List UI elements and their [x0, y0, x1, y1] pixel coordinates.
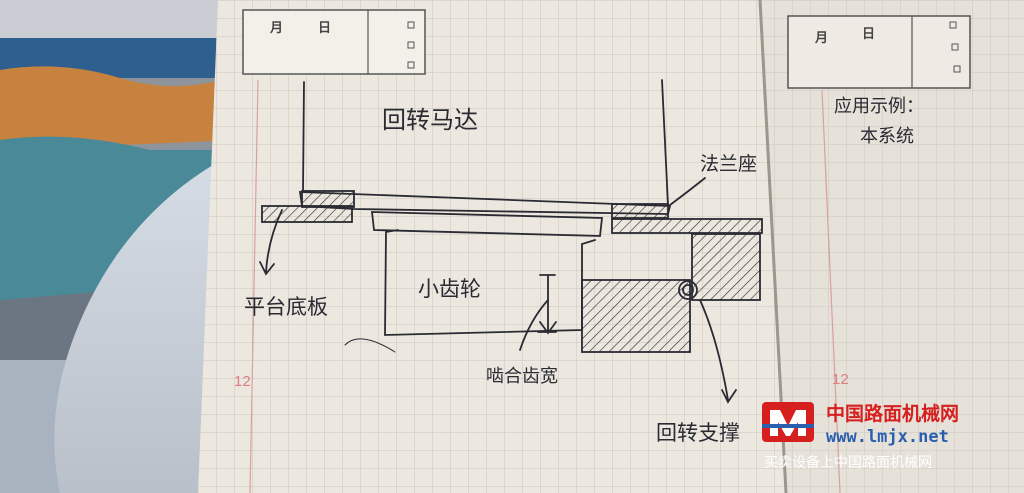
watermark: 中国路面机械网 www.lmjx.net 买卖设备上中国路面机械网: [762, 402, 959, 471]
left-checkbox: [407, 61, 415, 69]
left-page-number: 12: [234, 373, 251, 390]
right-month-label: 月: [814, 31, 828, 46]
left-checkbox: [407, 21, 415, 29]
slewing-ball: [678, 280, 698, 300]
right-margin-line: [821, 89, 841, 493]
flange-seat-left: [301, 190, 355, 208]
flange-seat-right: [611, 203, 669, 219]
notebook: [198, 0, 1024, 493]
platform-leader: [259, 209, 283, 276]
label-pinion: 小齿轮: [418, 277, 481, 301]
slewing-ball-inner: [682, 284, 694, 296]
left-date-box: 月 日: [242, 9, 426, 75]
watermark-slogan: 买卖设备上中国路面机械网: [764, 454, 932, 471]
motor-right-wall: [661, 79, 669, 206]
right-checkbox: [953, 65, 961, 73]
watermark-logo: [762, 402, 814, 442]
left-margin-line: [249, 79, 259, 493]
watermark-name: 中国路面机械网: [826, 402, 959, 425]
right-note-line-2: 本系统: [860, 126, 914, 147]
left-month-label: 月: [269, 21, 283, 36]
left-day-label: 日: [318, 21, 331, 36]
platform-base-right: [611, 218, 763, 234]
label-slewing-support: 回转支撑: [656, 421, 740, 445]
left-page-grid: [198, 0, 785, 493]
sketch-labels: 回转马达 法兰座 小齿轮 平台底板 啮合齿宽 回转支撑: [244, 106, 757, 445]
right-page-notes: 应用示例： 本系统: [834, 96, 924, 147]
label-mesh-width: 啮合齿宽: [486, 366, 558, 387]
right-day-label: 日: [862, 27, 875, 42]
right-checkbox: [949, 21, 957, 29]
pinion-gear: [384, 229, 596, 336]
hand-sketch: [259, 79, 763, 404]
mesh-leader: [519, 299, 549, 351]
label-rotary-motor: 回转马达: [382, 106, 478, 134]
watermark-url: www.lmjx.net: [826, 427, 949, 447]
platform-base-left: [261, 205, 353, 223]
right-note-line-1: 应用示例：: [834, 96, 924, 117]
motor-left-wall: [302, 81, 305, 193]
slewing-ring-outer: [691, 233, 761, 301]
right-checkbox: [951, 43, 959, 51]
motor-shaft: [370, 211, 604, 237]
right-page-number: 12: [832, 371, 849, 388]
label-platform-base: 平台底板: [244, 295, 328, 319]
right-date-box: 月 日: [787, 15, 971, 89]
left-checkbox: [407, 41, 415, 49]
label-flange-seat: 法兰座: [700, 153, 757, 175]
mesh-width-arrow: [537, 274, 557, 335]
right-page-grid: [760, 0, 1024, 493]
slewing-leader: [699, 299, 737, 404]
stray-stroke: [344, 338, 396, 353]
slewing-ring-inner: [581, 279, 691, 353]
flange-leader: [669, 177, 706, 206]
